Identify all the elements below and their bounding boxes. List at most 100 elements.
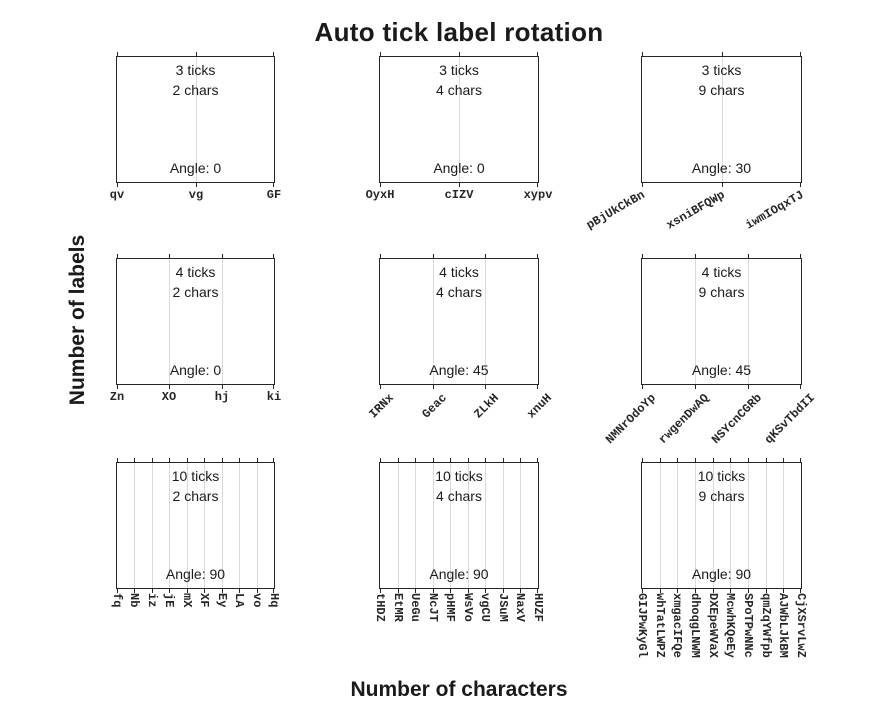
x-axis-label: Number of characters <box>350 678 568 701</box>
tick-mark <box>766 458 767 462</box>
x-tick-label: xypv <box>523 188 553 202</box>
tick-mark <box>169 458 170 462</box>
x-tick-label: GIJPwKyGl <box>635 593 649 658</box>
x-tick-label: Hq <box>267 593 281 608</box>
tick-mark <box>187 458 188 462</box>
gridline <box>722 57 723 182</box>
gridline <box>433 463 434 588</box>
x-tick-label: OyxH <box>365 188 395 202</box>
x-tick-label: AJWbLJkBM <box>776 593 790 658</box>
subplot-ticks-text: 4 ticks <box>701 264 742 280</box>
tick-mark <box>660 458 661 462</box>
x-tick-label: McwhKQeEy <box>723 593 737 658</box>
tick-mark <box>695 254 696 258</box>
gridline <box>468 463 469 588</box>
tick-mark <box>134 589 135 593</box>
tick-mark <box>695 589 696 593</box>
gridline <box>713 463 714 588</box>
tick-mark <box>642 385 643 389</box>
subplot-angle-text: Angle: 90 <box>429 566 489 582</box>
tick-mark <box>537 458 538 462</box>
tick-mark <box>748 589 749 593</box>
tick-mark <box>117 52 118 56</box>
tick-mark <box>415 589 416 593</box>
tick-mark <box>660 589 661 593</box>
tick-mark <box>273 183 274 187</box>
tick-mark <box>503 458 504 462</box>
subplot-chars-text: 4 chars <box>436 82 482 98</box>
subplot-angle-text: Angle: 45 <box>429 362 489 378</box>
tick-mark <box>273 52 274 56</box>
x-tick-label: hj <box>214 390 230 404</box>
gridline <box>783 463 784 588</box>
tick-mark <box>748 385 749 389</box>
x-tick-label: dhoqgLNWM <box>688 593 702 658</box>
gridline <box>695 463 696 588</box>
tick-mark <box>117 385 118 389</box>
tick-mark <box>800 385 801 389</box>
tick-mark <box>695 385 696 389</box>
gridline <box>169 259 170 384</box>
subplot-chars-text: 9 chars <box>698 488 745 504</box>
tick-mark <box>169 589 170 593</box>
subplot-angle-text: Angle: 0 <box>433 160 485 176</box>
tick-mark <box>800 458 801 462</box>
tick-mark <box>537 52 538 56</box>
subplot-ticks-text: 3 ticks <box>175 62 216 78</box>
tick-mark <box>642 254 643 258</box>
x-tick-label: tHDZ <box>373 593 387 622</box>
tick-mark <box>677 458 678 462</box>
subplot-ticks-text: 10 ticks <box>435 468 483 484</box>
x-tick-label: iz <box>145 593 159 608</box>
tick-mark <box>450 458 451 462</box>
x-tick-label: IRNx <box>366 391 397 422</box>
x-tick-label: XF <box>197 593 211 608</box>
x-tick-label: Ey <box>215 593 229 608</box>
tick-mark <box>520 589 521 593</box>
x-tick-label: iwmIOqxTJ <box>743 187 807 233</box>
tick-mark <box>642 458 643 462</box>
tick-mark <box>485 254 486 258</box>
x-tick-label: vo <box>250 593 264 608</box>
gridline <box>766 463 767 588</box>
gridline <box>134 463 135 588</box>
x-tick-label: xmgacIFQe <box>670 593 684 658</box>
x-tick-label: XO <box>161 390 177 404</box>
x-tick-label: pBjUkCkBn <box>584 187 648 233</box>
x-tick-label: qmZqYWfpb <box>759 593 773 658</box>
tick-mark <box>380 385 381 389</box>
tick-mark <box>485 589 486 593</box>
subplot-angle-text: Angle: 90 <box>165 566 226 582</box>
gridline <box>748 463 749 588</box>
tick-mark <box>450 589 451 593</box>
x-tick-label: CjXSrvLwZ <box>794 593 808 658</box>
x-tick-label: GF <box>266 188 282 202</box>
x-tick-label: NcJT <box>426 593 440 622</box>
tick-mark <box>239 458 240 462</box>
tick-mark <box>695 458 696 462</box>
tick-mark <box>273 254 274 258</box>
gridline <box>204 463 205 588</box>
x-tick-label: jE <box>162 593 176 608</box>
tick-mark <box>468 458 469 462</box>
tick-mark <box>433 254 434 258</box>
gridline <box>520 463 521 588</box>
x-tick-label: whTatLWPZ <box>653 593 667 658</box>
tick-mark <box>503 589 504 593</box>
x-tick-label: rwgenDwAQ <box>656 391 712 447</box>
tick-mark <box>380 589 381 593</box>
x-tick-label: vgCU <box>478 593 492 622</box>
x-tick-label: NaxV <box>513 593 527 622</box>
subplot-ticks-text: 4 ticks <box>439 264 479 280</box>
x-tick-label: Geac <box>419 391 450 422</box>
tick-mark <box>117 254 118 258</box>
tick-mark <box>257 458 258 462</box>
tick-mark <box>537 183 538 187</box>
gridline <box>187 463 188 588</box>
tick-mark <box>730 589 731 593</box>
